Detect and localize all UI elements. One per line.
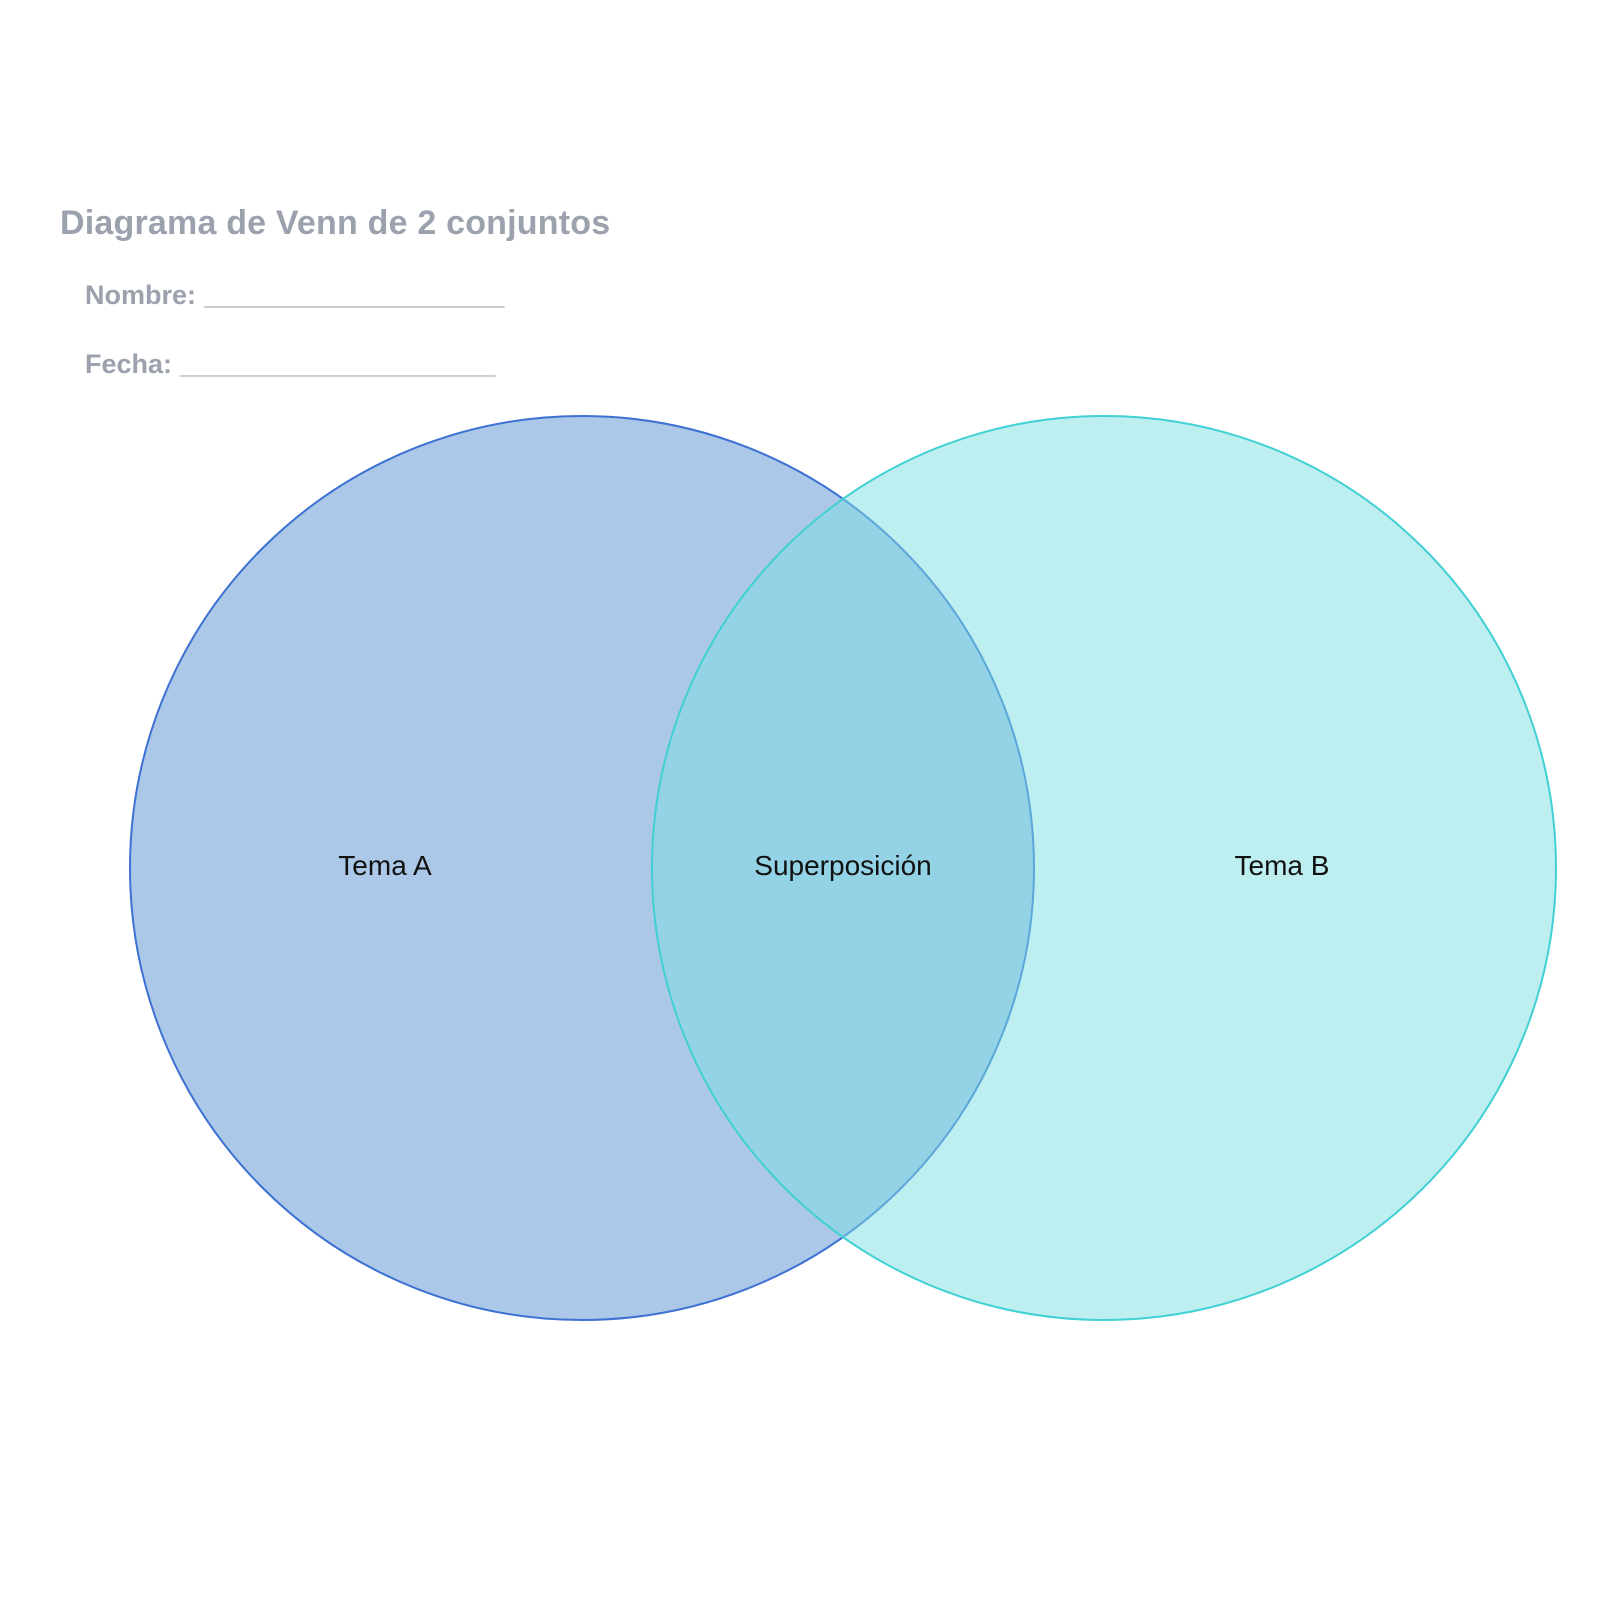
name-label: Nombre: (85, 280, 197, 310)
date-blank-line[interactable]: _____________________ (180, 349, 496, 379)
date-row: Fecha:_____________________ (85, 349, 495, 380)
set-a-label[interactable]: Tema A (338, 850, 432, 881)
set-b-circle[interactable] (651, 415, 1557, 1321)
date-label: Fecha: (85, 349, 173, 379)
overlap-label[interactable]: Superposición (754, 850, 932, 881)
name-row: Nombre:____________________ (85, 280, 504, 311)
page-title: Diagrama de Venn de 2 conjuntos (60, 204, 611, 242)
set-b-label[interactable]: Tema B (1234, 850, 1330, 881)
name-blank-line[interactable]: ____________________ (204, 280, 505, 310)
